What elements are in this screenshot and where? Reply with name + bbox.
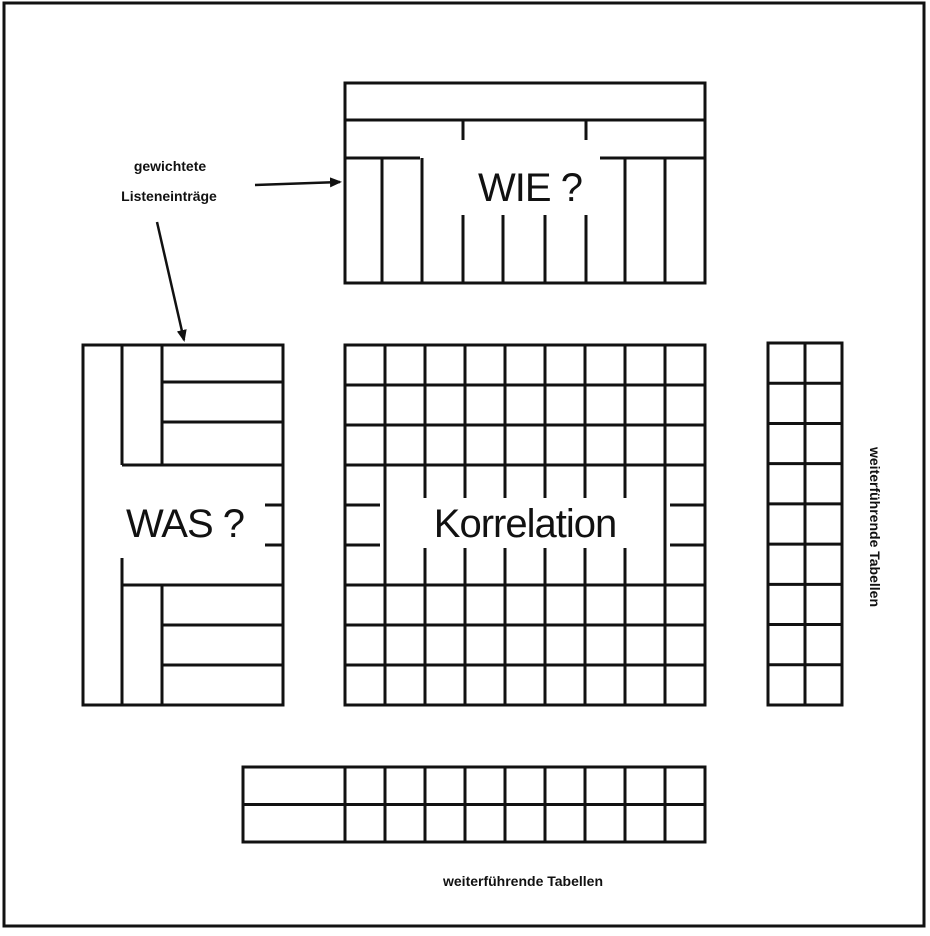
bottom-grid-lines <box>243 767 705 842</box>
right-caption: weiterführende Tabellen <box>867 447 883 607</box>
right-table <box>766 341 844 707</box>
was-table-border <box>81 343 285 707</box>
bottom-caption: weiterführende Tabellen <box>443 873 603 889</box>
wie-table-border <box>343 81 707 285</box>
korrelation-grid-lines <box>345 345 705 705</box>
korrelation-table-border <box>343 343 707 707</box>
wie-label: WIE ? <box>478 166 583 210</box>
wie-table <box>343 81 707 285</box>
korrelation-label: Korrelation <box>433 502 617 546</box>
korrelation-table <box>343 343 707 707</box>
was-label: WAS ? <box>126 502 245 546</box>
annotation-label-line2: Listeneinträge <box>121 188 217 204</box>
annotation-arrow-to-wie <box>254 177 342 188</box>
was-table <box>81 343 285 707</box>
annotation-arrow-to-was <box>155 221 187 342</box>
right-grid-lines <box>768 343 842 705</box>
bottom-table <box>241 765 707 844</box>
annotation-label-line1: gewichtete <box>133 158 207 174</box>
